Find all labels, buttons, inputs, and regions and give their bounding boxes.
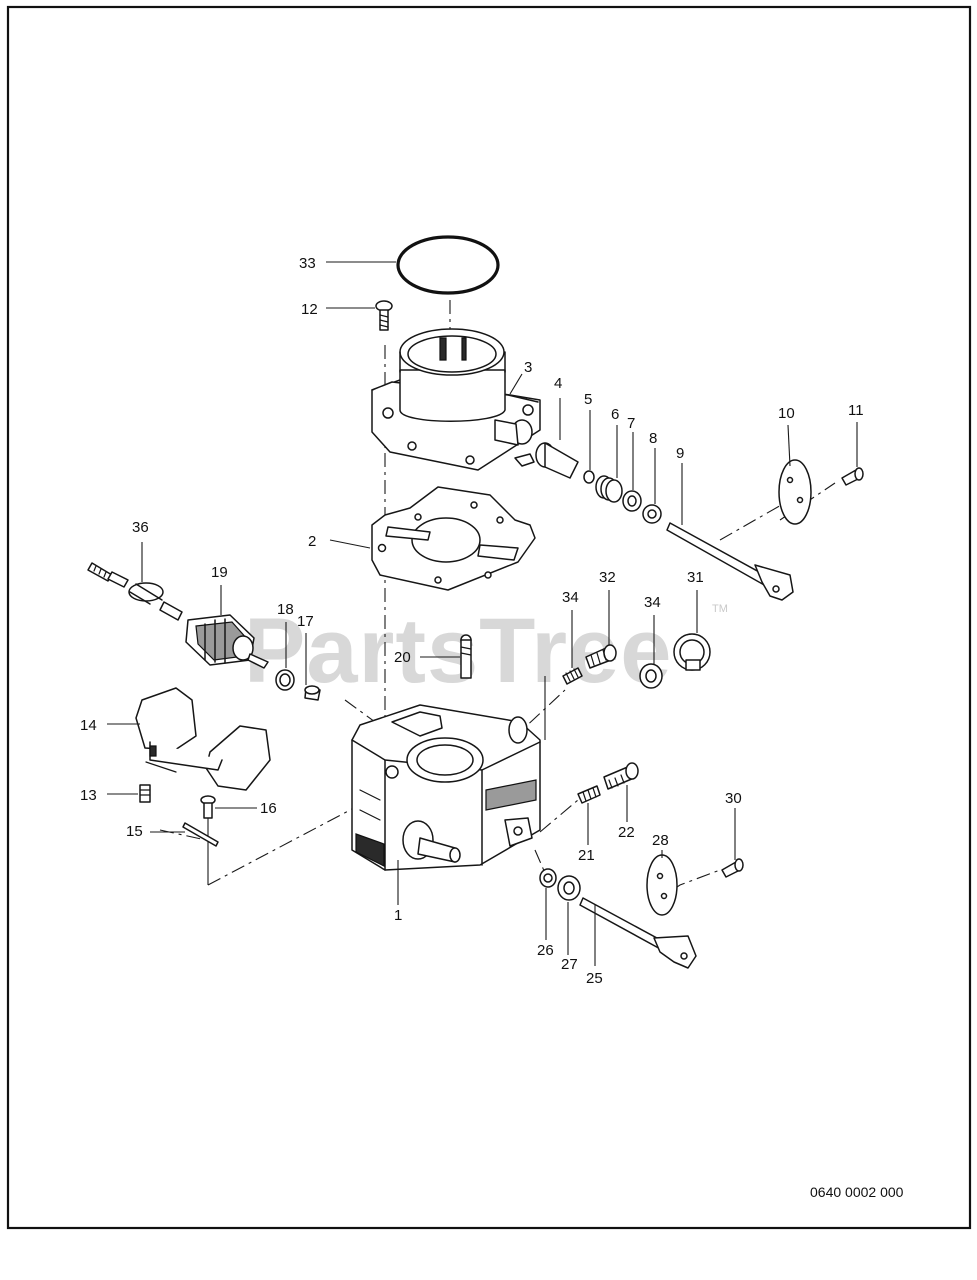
part-25-seal bbox=[539, 868, 557, 888]
part-8-washer bbox=[642, 504, 662, 524]
part-2-gasket bbox=[371, 486, 536, 591]
callout-25: 26 bbox=[537, 942, 554, 959]
drawing-frame bbox=[6, 5, 972, 1230]
callout-13: 13 bbox=[80, 787, 97, 804]
callout-18: 18 bbox=[277, 601, 294, 618]
callout-34: 34 bbox=[644, 594, 661, 611]
part-12-screw bbox=[375, 300, 393, 331]
part-24-choke-shaft bbox=[579, 897, 697, 969]
part-31-screw bbox=[585, 644, 617, 669]
drawing-number: 0640 0002 000 bbox=[810, 1184, 904, 1200]
callout-1: 1 bbox=[394, 907, 402, 924]
part-9-throttle-shaft bbox=[666, 522, 794, 601]
part-20-emulsion-tube bbox=[460, 634, 472, 679]
callout-31: 32 bbox=[599, 569, 616, 586]
part-34-washer bbox=[639, 663, 663, 689]
callout-26: 27 bbox=[561, 956, 578, 973]
part-7-washer bbox=[622, 490, 642, 512]
part-18-ring bbox=[275, 669, 295, 691]
callout-9: 9 bbox=[676, 445, 684, 462]
part-28-screw bbox=[721, 858, 744, 878]
callout-5: 5 bbox=[584, 391, 592, 408]
part-10-throttle-plate bbox=[778, 459, 812, 525]
part-30-plug bbox=[673, 633, 711, 671]
part-3-throttle-body bbox=[371, 328, 541, 471]
callout-24: 25 bbox=[586, 970, 603, 987]
callout-8: 8 bbox=[649, 430, 657, 447]
callout-17: 17 bbox=[297, 613, 314, 630]
callout-4: 4 bbox=[554, 375, 562, 392]
callout-14: 14 bbox=[80, 717, 97, 734]
callout-36: 36 bbox=[132, 519, 149, 536]
part-26-bushing bbox=[557, 875, 581, 901]
part-5-ring bbox=[583, 470, 595, 484]
callout-15: 15 bbox=[126, 823, 143, 840]
callout-19: 19 bbox=[211, 564, 228, 581]
part-13-needle bbox=[139, 784, 151, 803]
callout-7: 7 bbox=[627, 415, 635, 432]
part-14-float bbox=[135, 687, 271, 791]
part-16-screw bbox=[200, 795, 216, 819]
callout-32: 34 bbox=[562, 589, 579, 606]
callout-12: 12 bbox=[301, 301, 318, 318]
callout-33: 33 bbox=[299, 255, 316, 272]
part-36-clip bbox=[87, 562, 183, 621]
part-17-jet bbox=[304, 685, 321, 701]
callout-16: 16 bbox=[260, 800, 277, 817]
part-21-spring bbox=[577, 785, 601, 804]
callout-21: 21 bbox=[578, 847, 595, 864]
part-4-lever bbox=[514, 442, 579, 479]
leader-lines bbox=[107, 261, 858, 966]
part-27-choke-plate bbox=[646, 854, 678, 916]
callout-20: 20 bbox=[394, 649, 411, 666]
callout-6: 6 bbox=[611, 406, 619, 423]
callout-11: 11 bbox=[848, 402, 864, 419]
watermark-trademark: TM bbox=[712, 603, 728, 615]
callout-28: 30 bbox=[725, 790, 742, 807]
callout-2: 2 bbox=[308, 533, 316, 550]
callout-22: 22 bbox=[618, 824, 635, 841]
part-19-solenoid bbox=[185, 614, 269, 669]
part-6-spring bbox=[595, 475, 623, 503]
part-32-spring bbox=[562, 667, 583, 685]
part-15-pin bbox=[182, 822, 219, 847]
callout-3: 3 bbox=[524, 359, 532, 376]
part-11-screw bbox=[841, 467, 864, 486]
callout-10: 10 bbox=[778, 405, 795, 422]
callout-27: 28 bbox=[652, 832, 669, 849]
callout-labels: 33 12 3 4 5 6 7 8 9 10 11 2 36 19 18 17 … bbox=[80, 255, 864, 987]
part-33-o-ring bbox=[396, 235, 500, 295]
part-22-screw bbox=[603, 762, 639, 790]
callout-30: 31 bbox=[687, 569, 704, 586]
part-1-carburetor-body bbox=[351, 704, 541, 871]
